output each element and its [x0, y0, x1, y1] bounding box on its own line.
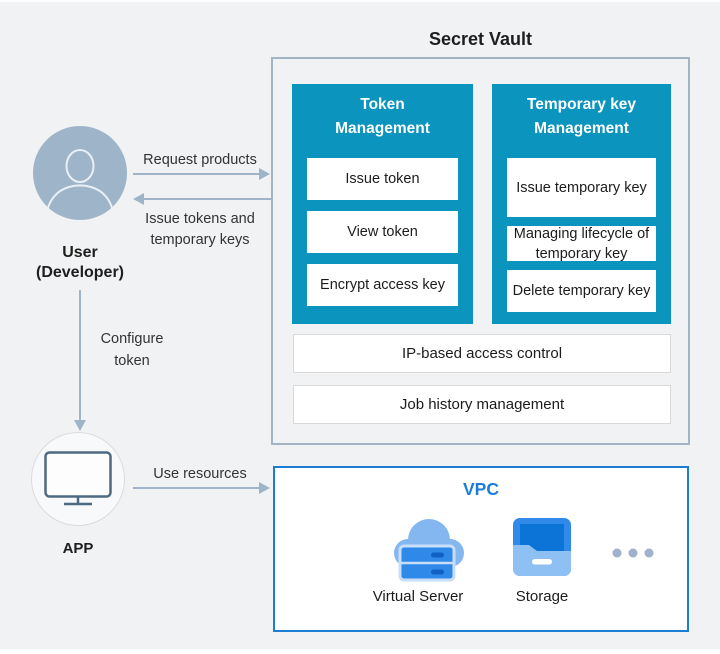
ip-access-control-bar: IP-based access control	[293, 334, 671, 373]
user-label: User (Developer)	[10, 243, 150, 283]
user-label-line2: (Developer)	[35, 264, 125, 281]
job-history-bar: Job history management	[293, 385, 671, 424]
issue-tokens-label-line2: temporary keys	[150, 232, 250, 248]
secret-vault-title: Secret Vault	[428, 28, 533, 49]
temp-key-item-delete: Delete temporary key	[507, 270, 656, 312]
issue-tokens-label: Issue tokens and temporary keys	[126, 209, 274, 251]
use-resources-label: Use resources	[153, 466, 247, 482]
arrow-down-head-icon	[74, 420, 86, 431]
token-item-issue: Issue token	[307, 158, 458, 200]
request-products-label: Request products	[143, 152, 257, 168]
storage-label: Storage	[515, 587, 569, 605]
bottom-edge	[0, 649, 720, 654]
vpc-title: VPC	[463, 478, 499, 499]
configure-token-label-line2: token	[114, 353, 150, 369]
issue-tokens-arrow	[144, 198, 271, 200]
temp-key-item-issue: Issue temporary key	[507, 158, 656, 217]
virtual-server-label: Virtual Server	[372, 587, 464, 605]
configure-token-label: Configure token	[95, 328, 169, 372]
configure-token-label-line1: Configure	[100, 331, 164, 347]
token-management-title: Token Management	[335, 96, 430, 137]
temp-key-management-panel: Temporary key Management Issue temporary…	[492, 84, 671, 324]
monitor-icon	[44, 451, 112, 506]
issue-tokens-label-line1: Issue tokens and	[145, 211, 255, 227]
request-products-arrow	[133, 173, 259, 175]
token-item-view: View token	[307, 211, 458, 253]
temp-key-item-lifecycle: Managing lifecycle of temporary key	[507, 226, 656, 262]
user-avatar-icon	[33, 126, 127, 220]
app-label: APP	[62, 539, 94, 557]
secret-vault-box: Token Management Issue token View token …	[271, 57, 690, 445]
user-label-line1: User	[62, 244, 98, 261]
app-node	[31, 432, 125, 526]
arrow-right-head2-icon	[259, 482, 270, 494]
ellipsis-icon	[612, 548, 654, 558]
temp-key-management-title: Temporary key Management	[526, 96, 637, 137]
storage-icon	[513, 518, 571, 576]
arrow-left-head-icon	[133, 193, 144, 205]
virtual-server-icon	[394, 519, 464, 582]
top-edge	[0, 0, 720, 2]
token-management-panel: Token Management Issue token View token …	[292, 84, 473, 324]
token-item-encrypt: Encrypt access key	[307, 264, 458, 306]
arrow-right-head-icon	[259, 168, 270, 180]
configure-token-arrow	[79, 290, 81, 420]
use-resources-arrow	[133, 487, 259, 489]
vpc-box	[273, 466, 689, 632]
